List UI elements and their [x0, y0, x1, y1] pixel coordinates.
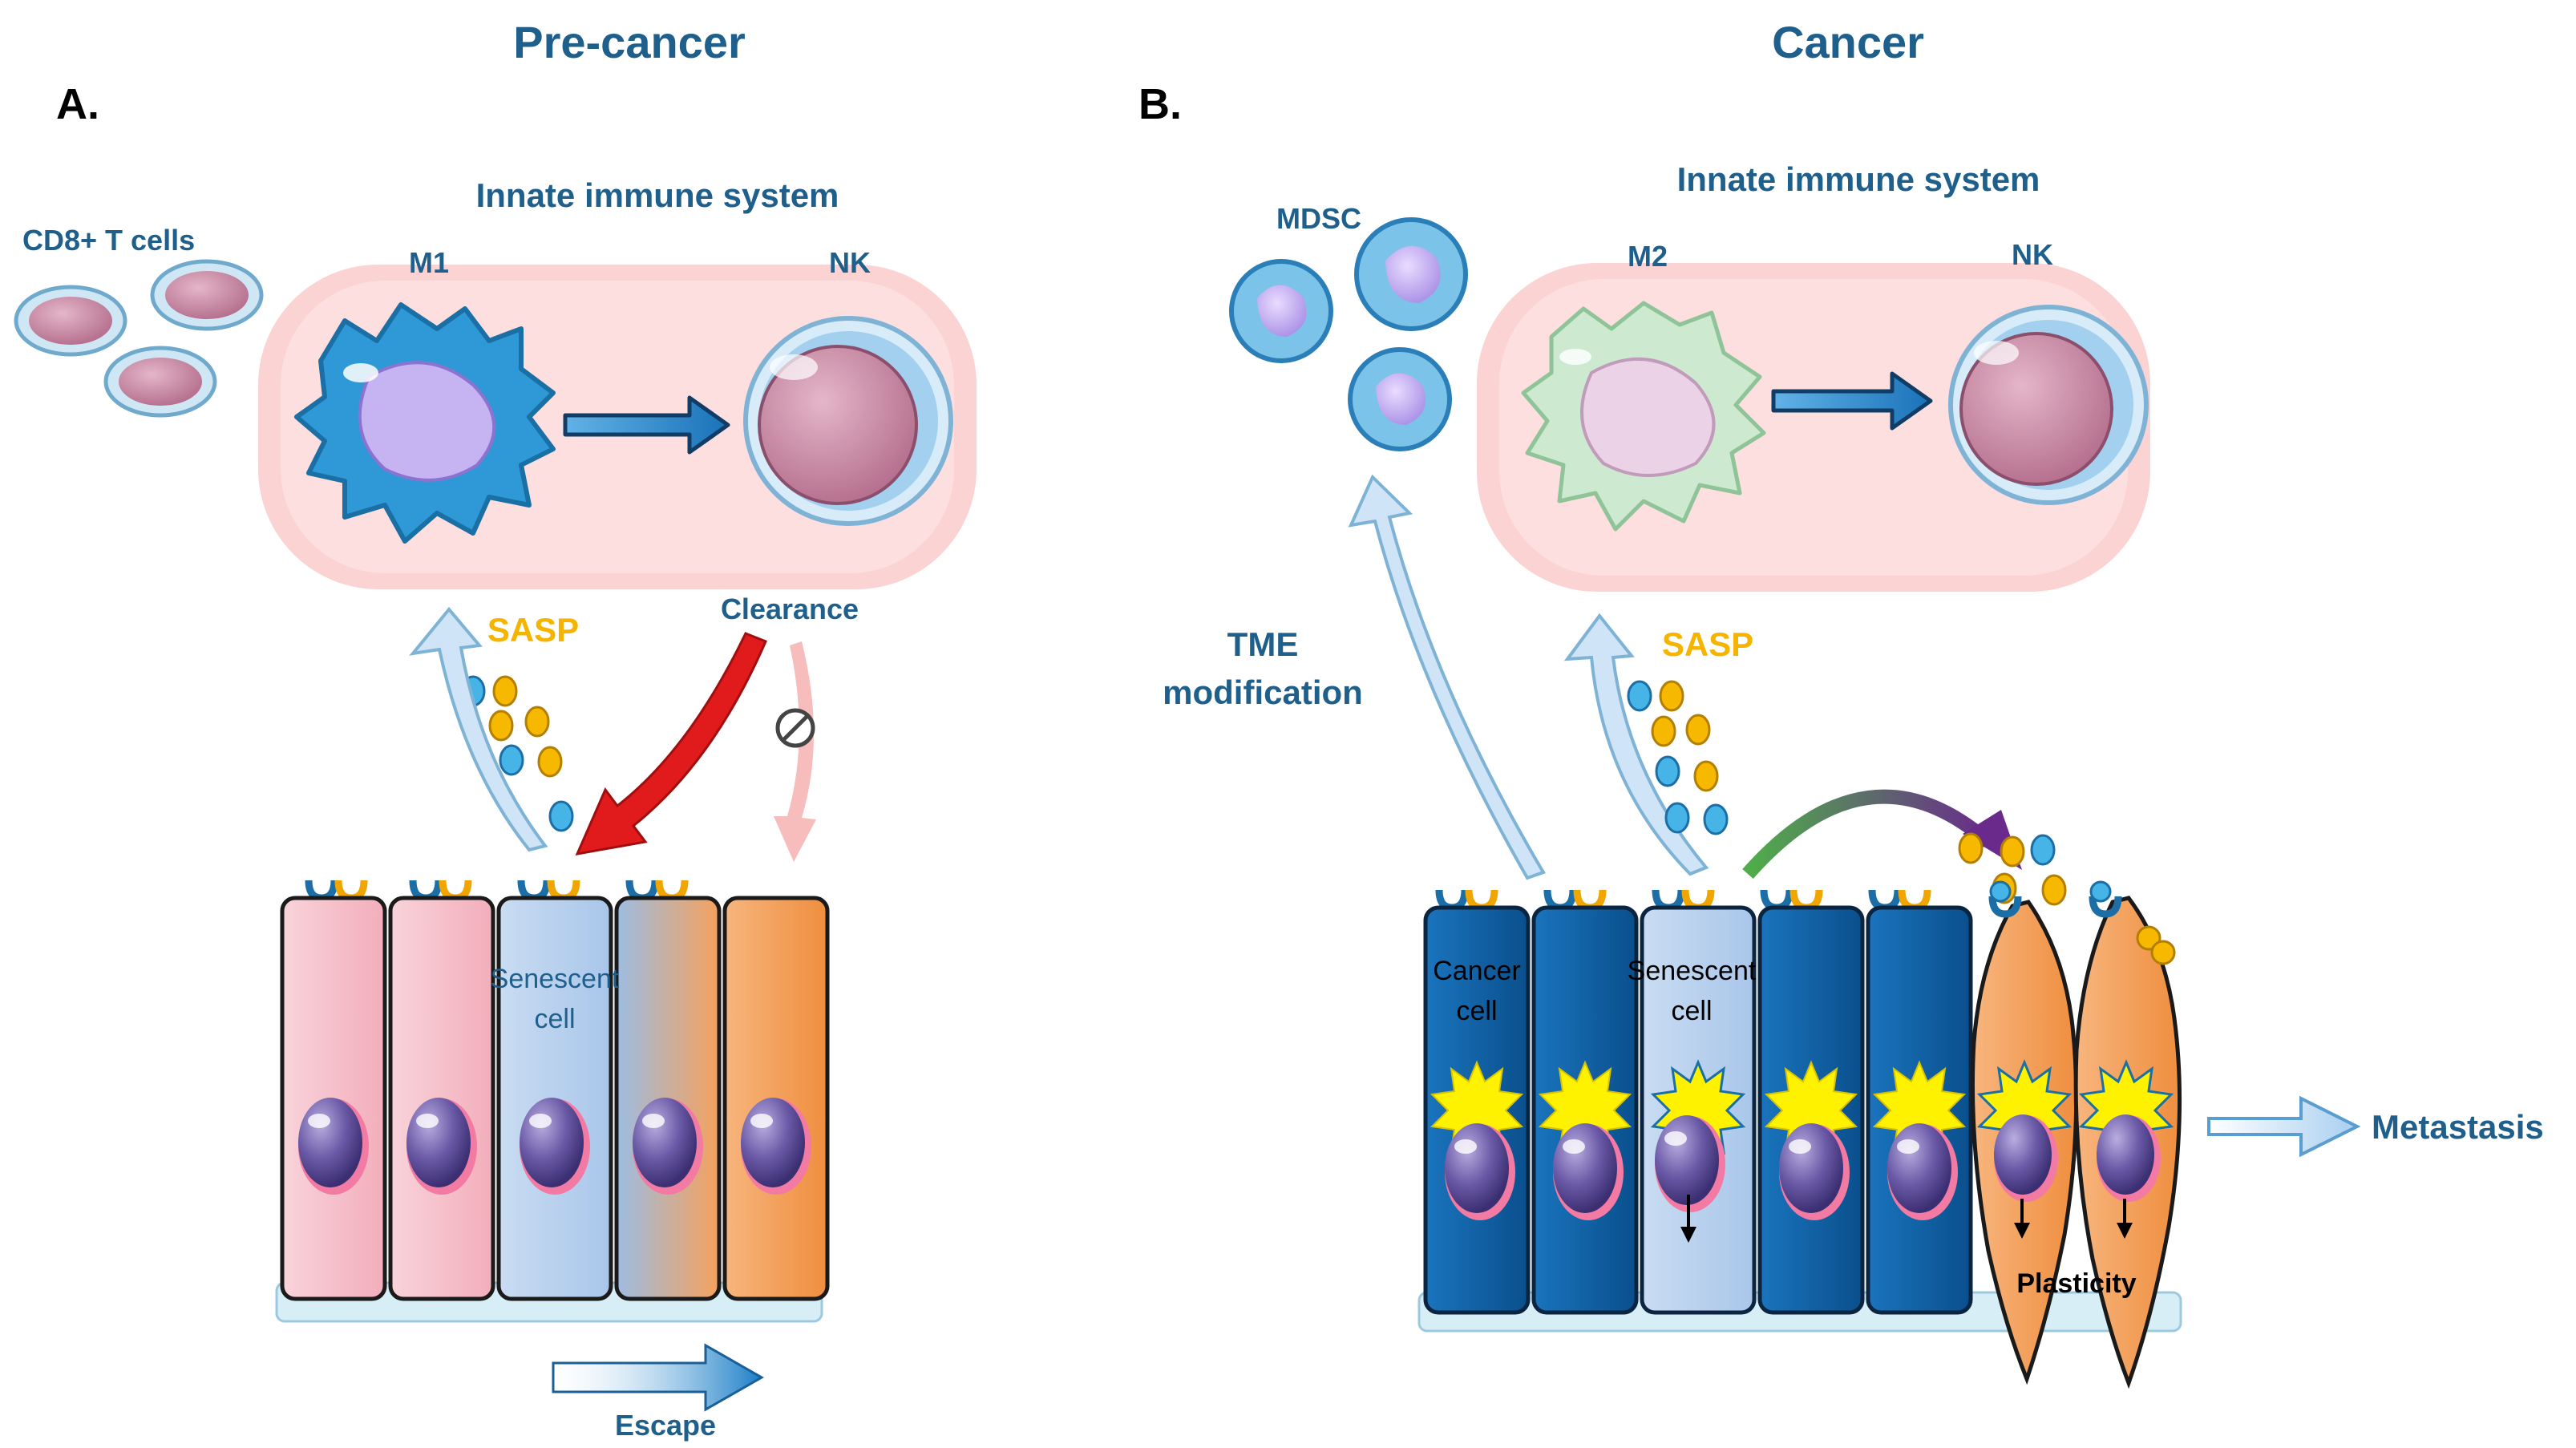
senescent-label-b-line2: cell — [1671, 996, 1712, 1026]
m1-macrophage-icon — [294, 302, 556, 544]
clearance-red-arrow — [575, 632, 767, 855]
senescent-cell-a — [496, 896, 613, 1301]
m1-label: M1 — [409, 246, 449, 279]
plastic-cell — [1970, 880, 2079, 1385]
panel-b: MDSC Innate immune system M2 — [1163, 160, 2544, 1389]
mdsc-cell — [1348, 347, 1452, 451]
receptor-row-a — [305, 880, 689, 902]
title-cancer: Cancer — [1772, 17, 1924, 67]
senescent-label-b-line1: Senescent — [1628, 956, 1757, 986]
cancer-cell — [1423, 905, 1531, 1315]
orange-cell — [722, 896, 830, 1301]
cd8-t-cell — [150, 259, 264, 331]
m1-to-nk-arrow — [563, 395, 730, 455]
tme-label-line1: TME — [1227, 625, 1299, 663]
tme-label-line2: modification — [1163, 673, 1363, 711]
panel-a: CD8+ T cells Innate immune system M1 — [14, 176, 977, 1442]
mdsc-label: MDSC — [1276, 202, 1361, 235]
cd8-t-cell — [14, 285, 127, 357]
senescent-cell-b — [1640, 905, 1757, 1315]
clearance-label: Clearance — [721, 593, 859, 625]
cancer-cell — [1531, 905, 1639, 1315]
nk-cell-b-icon — [1948, 305, 2149, 505]
sasp-label-b: SASP — [1662, 625, 1753, 663]
cancer-cell — [1866, 905, 1973, 1315]
plastic-cell — [2073, 880, 2182, 1389]
cancer-cell — [1757, 905, 1865, 1315]
plasticity-label: Plasticity — [2016, 1268, 2136, 1299]
nk-cell-icon — [743, 316, 953, 526]
nk-label-a: NK — [829, 246, 871, 279]
senescent-label-a-line1: Senescent — [491, 964, 620, 994]
title-pre-cancer: Pre-cancer — [513, 17, 746, 67]
mdsc-cell — [1354, 217, 1468, 331]
cancer-label-line2: cell — [1456, 996, 1497, 1026]
m2-label: M2 — [1628, 240, 1668, 273]
cd8-t-cells-label: CD8+ T cells — [22, 224, 195, 257]
metastasis-label: Metastasis — [2372, 1108, 2544, 1146]
cd8-t-cell-group — [14, 259, 264, 418]
panel-letter-b: B. — [1138, 80, 1182, 128]
sasp-particles-plastic — [1958, 832, 2067, 906]
m2-macrophage-icon — [1521, 301, 1766, 532]
receptor-row-b — [1435, 889, 1931, 912]
pink-cell — [280, 896, 387, 1301]
epithelium-b — [1423, 880, 2182, 1389]
nk-label-b: NK — [2012, 238, 2053, 271]
epithelium-a — [280, 896, 830, 1301]
sasp-up-arrow-a — [409, 606, 548, 852]
pink-cell — [388, 896, 495, 1301]
tme-modification-arrow — [1348, 474, 1546, 880]
senescent-to-plastic-arrow — [1742, 789, 1993, 879]
cd8-t-cell — [103, 346, 217, 418]
sasp-particles-b — [1627, 680, 1729, 835]
blocked-clearance-arrow — [774, 641, 816, 862]
mdsc-cell — [1229, 259, 1333, 363]
innate-immune-label-a: Innate immune system — [476, 176, 839, 214]
no-entry-icon — [775, 708, 815, 748]
transitioning-cell — [614, 896, 722, 1301]
sasp-up-arrow-b — [1563, 613, 1709, 876]
panel-letter-a: A. — [56, 80, 99, 128]
m2-to-nk-arrow — [1771, 371, 1933, 431]
sasp-label-a: SASP — [487, 611, 579, 649]
escape-arrow — [552, 1343, 765, 1412]
innate-immune-label-b: Innate immune system — [1677, 160, 2040, 198]
metastasis-arrow — [2207, 1095, 2361, 1158]
mdsc-cell-group — [1229, 217, 1468, 451]
senescent-label-a-line2: cell — [534, 1004, 575, 1034]
escape-label: Escape — [615, 1409, 716, 1442]
cancer-label-line1: Cancer — [1433, 956, 1521, 986]
